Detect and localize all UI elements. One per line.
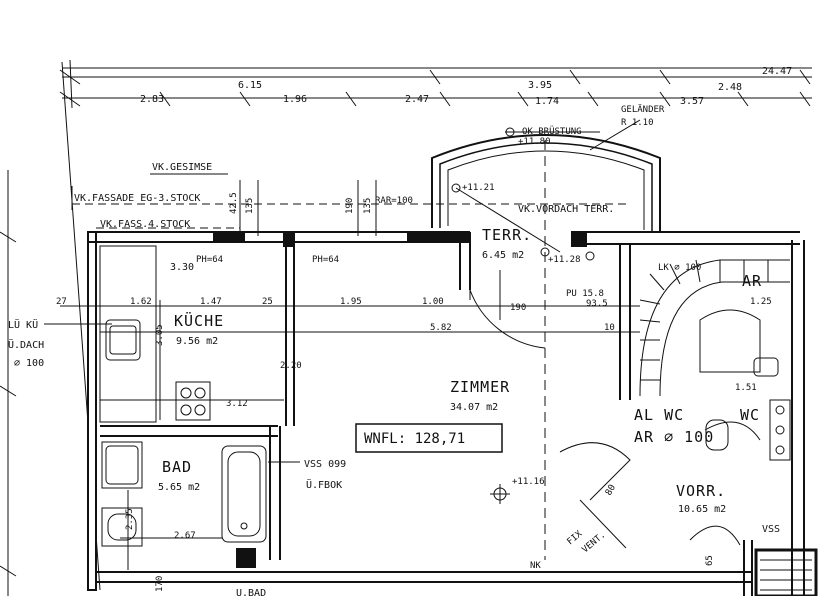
dim-5-82: 5.82	[430, 323, 452, 333]
dim-190: 190	[510, 303, 526, 313]
room-area-hall: 10.65 m2	[678, 504, 726, 515]
ok-parapet-level: +11.80	[518, 137, 551, 147]
shaft	[236, 548, 256, 568]
dim-1-62: 1.62	[130, 297, 152, 307]
room-area-living: 34.07 m2	[450, 402, 498, 413]
net-area-box	[355, 423, 503, 453]
room-name-ar: AR	[742, 272, 762, 290]
dim-1-47: 1.47	[200, 297, 222, 307]
vss-shaft	[754, 548, 818, 596]
u-dach-label: Ü.DACH	[8, 338, 44, 351]
dim-row2-c: 2.47	[405, 94, 429, 105]
staircase	[639, 259, 790, 397]
dim-1-51: 1.51	[735, 383, 757, 393]
dim-row1-c: 2.48	[718, 82, 742, 93]
terrace-canopy	[431, 119, 661, 560]
dim-80: 80	[604, 483, 618, 497]
dim-135b: 135	[363, 198, 373, 214]
pu-label: PU 15.8	[566, 289, 604, 299]
doors	[469, 289, 761, 549]
rar-label: RAR=100	[375, 196, 413, 206]
terrace-level2: +11.28	[548, 255, 581, 265]
dim-27: 27	[56, 297, 67, 307]
room-area-terrace: 6.45 m2	[482, 250, 524, 261]
dim-1-25: 1.25	[750, 297, 772, 307]
dim-190v: 190	[345, 198, 355, 214]
dim-42-5: 42.5	[229, 192, 239, 214]
vent-label: VENT.	[581, 530, 608, 555]
dim-row2-e: 3.57	[680, 96, 704, 107]
room-area-bath: 5.65 m2	[158, 482, 200, 493]
kitchen-fixtures	[99, 245, 211, 423]
fix-label: FIX	[566, 529, 585, 547]
wc-fixtures	[705, 357, 791, 461]
ph64-label-a: PH=64	[196, 255, 223, 265]
dim-row2-b: 1.96	[283, 94, 307, 105]
nk-label: NK	[530, 561, 541, 571]
dim-135a: 135	[245, 198, 255, 214]
lk-label: LK ⌀ 100	[658, 263, 701, 273]
dim-2-67: 2.67	[174, 531, 196, 541]
room-level: +11.16	[512, 477, 545, 487]
bath-fixtures	[101, 441, 267, 547]
terrace-level: +11.21	[462, 183, 495, 193]
ph64-label-b: PH=64	[312, 255, 339, 265]
dimension-chains	[59, 59, 812, 109]
dim-170: 170	[155, 576, 165, 592]
room-name-terrace: TERR.	[482, 226, 532, 244]
dim-1-00: 1.00	[422, 297, 444, 307]
interior-dimension-lines	[60, 270, 640, 570]
room-name-hall: VORR.	[676, 482, 726, 500]
vk-facade-label: VK.FASSADE EG-3.STOCK	[74, 193, 200, 204]
room-name-living: ZIMMER	[450, 378, 510, 396]
room-note-ar: AR ⌀ 100	[634, 428, 714, 446]
hatch	[760, 559, 812, 591]
room-name-wc: WC	[740, 406, 760, 424]
room-name-bath: BAD	[162, 458, 192, 476]
railing-label: GELÄNDER	[621, 104, 665, 115]
dim-row2-a: 2.83	[140, 94, 164, 105]
dim-3-12: 3.12	[226, 399, 248, 409]
net-area-value: WNFL: 128,71	[364, 431, 465, 447]
vss2-label: VSS	[762, 524, 780, 535]
lu-ku-label: LÜ KÜ	[8, 318, 38, 331]
railing-height: R 1.10	[621, 118, 654, 128]
dim-3-30: 3.30	[170, 262, 194, 273]
dim-1-95: 1.95	[340, 297, 362, 307]
dim-65: 65	[705, 555, 715, 566]
dim-25: 25	[262, 297, 273, 307]
vk-facade4-label: VK.FASS.4.STOCK	[100, 219, 190, 230]
walls	[87, 231, 805, 596]
dim-2-20: 2.20	[280, 361, 302, 371]
vk-cornice-label: VK.GESIMSE	[152, 162, 212, 173]
bottom-label: U.BAD	[236, 588, 266, 596]
room-name-alwc: AL WC	[634, 406, 684, 424]
room-name-kitchen: KÜCHE	[174, 311, 224, 330]
vss-sub-label: Ü.FBOK	[306, 478, 342, 491]
dim-93-5: 93.5	[586, 299, 608, 309]
dim-3-05: 3.05	[155, 324, 165, 346]
vk-lines	[71, 173, 630, 236]
vk-canopy-label: VK.VORDACH TERR.	[518, 204, 614, 215]
diameter-label: ⌀ 100	[14, 358, 44, 369]
room-area-kitchen: 9.56 m2	[176, 336, 218, 347]
dim-row1-b: 3.95	[528, 80, 552, 91]
dim-2-35: 2.35	[125, 508, 135, 530]
dim-row1-a: 6.15	[238, 80, 262, 91]
dim-10: 10	[604, 323, 615, 333]
dim-total: 24.47	[762, 66, 792, 77]
ok-parapet-label: OK BRÜSTUNG	[522, 126, 582, 137]
vss-label: VSS 099	[304, 459, 346, 470]
dim-row2-d: 1.74	[535, 96, 559, 107]
